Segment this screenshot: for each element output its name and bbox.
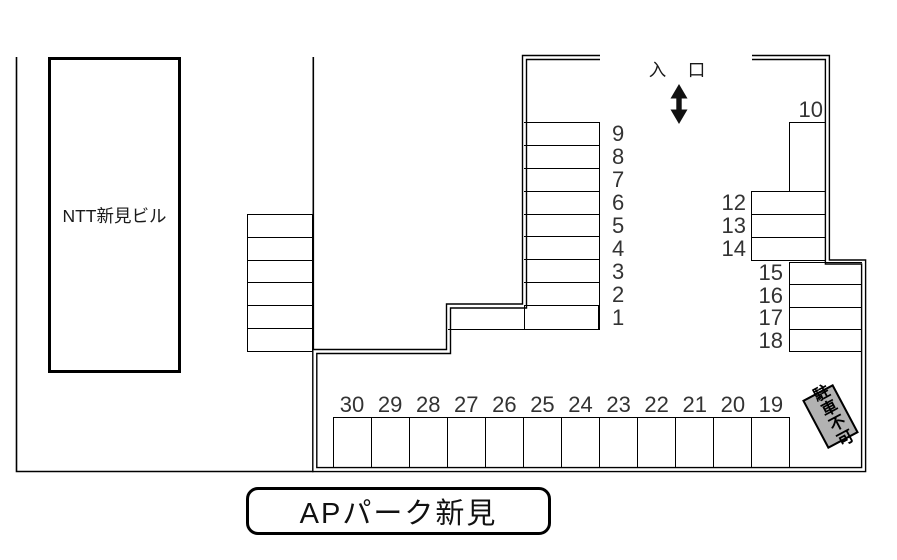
- space-number-label: 4: [612, 235, 625, 261]
- parking-space: [448, 306, 599, 329]
- space-number-label: 5: [612, 212, 625, 238]
- parking-space: [752, 192, 826, 215]
- parking-space: [334, 418, 372, 468]
- space-number-label: 23: [606, 391, 631, 417]
- space-number-label: 30: [339, 391, 365, 417]
- parking-space: [562, 418, 600, 468]
- space-number-label: 26: [492, 391, 517, 417]
- space-number-label: 28: [415, 391, 441, 417]
- parking-space: [790, 263, 862, 286]
- parking-space: [448, 418, 486, 468]
- parking-space: [524, 146, 599, 169]
- parking-space: [790, 285, 862, 308]
- parking-space: [524, 237, 599, 261]
- space-number-label: 15: [758, 260, 783, 286]
- ntt-building-label: NTT新見ビル: [62, 205, 167, 226]
- parking-space: [752, 238, 826, 260]
- parking-space: [714, 418, 752, 468]
- left-parking-column: [247, 214, 313, 352]
- parking-space: [410, 418, 448, 468]
- parking-space: [248, 261, 312, 284]
- parking-space: [486, 418, 524, 468]
- ntt-building-box: NTT新見ビル: [48, 57, 181, 373]
- space-number-label: 13: [721, 212, 746, 238]
- lot-title-box: APパーク新見: [246, 487, 551, 535]
- parking-space: [524, 260, 599, 284]
- spaces-30-19-row: [333, 417, 790, 468]
- space-number-label: 18: [758, 327, 783, 353]
- space-number-label: 10: [798, 96, 823, 122]
- parking-space: [248, 283, 312, 307]
- space-number-label: 25: [530, 391, 555, 417]
- space-number-label: 12: [721, 189, 746, 215]
- parking-space: [790, 308, 862, 330]
- spaces-9-2-column: [524, 122, 600, 306]
- entrance-arrow-icon: [670, 84, 688, 124]
- parking-space: [638, 418, 676, 468]
- lot-title: APパーク新見: [299, 498, 498, 530]
- parking-space: [524, 192, 599, 215]
- spaces-12-14-column: [751, 191, 826, 261]
- space-number-label: 2: [612, 281, 625, 307]
- parking-space: [248, 329, 312, 351]
- space-divider: [523, 306, 525, 329]
- space-number-label: 20: [720, 391, 746, 417]
- space-number-label: 29: [377, 391, 403, 417]
- parking-space: [600, 418, 638, 468]
- space-number-label: 24: [568, 391, 593, 417]
- parking-space: [248, 238, 312, 261]
- space-10-box: [789, 122, 826, 191]
- parking-space: [790, 330, 862, 351]
- parking-space: [524, 283, 599, 305]
- parking-space: [524, 169, 599, 192]
- road-boundary-line: [15, 57, 314, 473]
- lot-wall-gap: [313, 56, 865, 471]
- space-number-label: 6: [612, 189, 625, 215]
- parking-space: [248, 306, 312, 330]
- entrance-label: 入 口: [648, 60, 708, 80]
- parking-space: [524, 123, 599, 146]
- space-1-row: [448, 306, 600, 330]
- space-number-label: 16: [758, 282, 783, 308]
- parking-space: [524, 215, 599, 238]
- space-number-label: 7: [612, 166, 625, 192]
- space-number-label: 19: [758, 391, 784, 417]
- space-number-label: 21: [682, 391, 707, 417]
- space-number-label: 1: [612, 305, 625, 330]
- space-number-label: 14: [721, 236, 746, 262]
- space-number-label: 17: [758, 305, 783, 331]
- parking-space: [752, 418, 789, 468]
- parking-space: [524, 418, 562, 468]
- space-number-label: 27: [454, 391, 479, 417]
- parking-space: [676, 418, 714, 468]
- space-number-label: 9: [612, 120, 625, 146]
- space-number-label: 3: [612, 258, 625, 284]
- space-number-label: 8: [612, 143, 625, 169]
- parking-space: [248, 215, 312, 238]
- space-number-label: 22: [644, 391, 669, 417]
- parking-space: [372, 418, 410, 468]
- parking-space: [752, 215, 826, 238]
- spaces-15-18-column: [789, 262, 862, 352]
